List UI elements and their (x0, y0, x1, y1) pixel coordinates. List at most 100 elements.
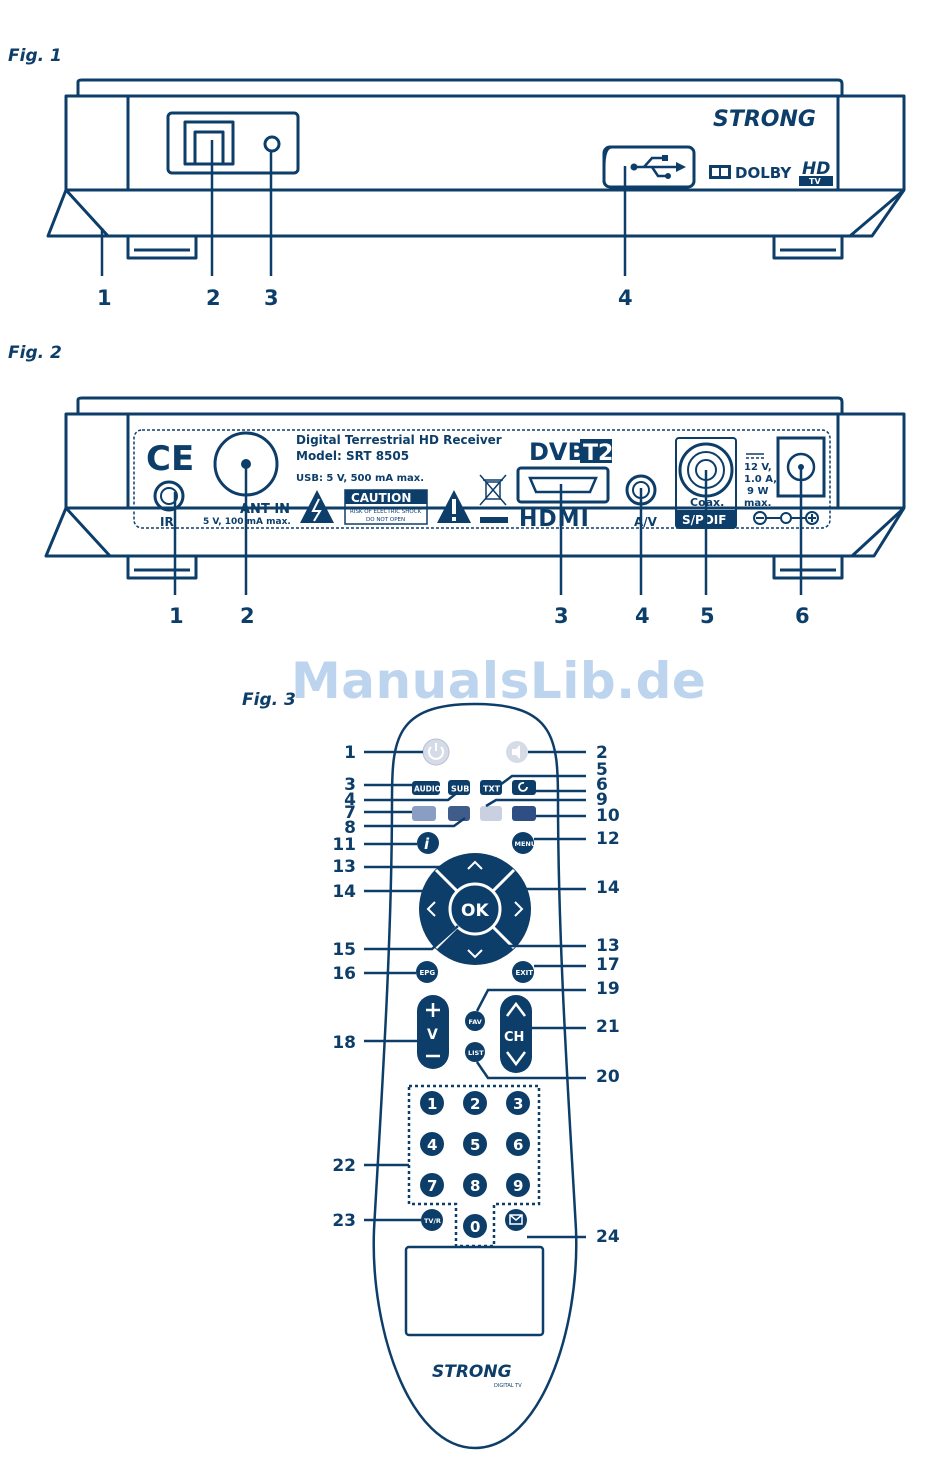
fav-button (465, 1011, 485, 1031)
sub-button (448, 780, 470, 795)
svg-text:1: 1 (427, 1095, 437, 1113)
svg-text:TV/R: TV/R (424, 1217, 441, 1225)
fig2-callout-2: 2 (240, 604, 255, 628)
fig2-caution-label: CAUTION (351, 491, 411, 505)
svg-text:LIST: LIST (468, 1049, 484, 1057)
fig3-label-14-right: 14 (596, 878, 620, 898)
epg-button (416, 961, 438, 983)
power-button (422, 738, 450, 766)
tv-radio-button (421, 1209, 443, 1231)
menu-button (512, 832, 534, 854)
fig2-t2-logo: T2 (583, 441, 613, 466)
svg-text:5: 5 (470, 1136, 480, 1154)
fig3-label-10: 10 (596, 806, 620, 826)
fig2-caution-sub1: RISK OF ELECTRIC SHOCK (350, 509, 422, 515)
fig3-label-17: 17 (596, 955, 620, 975)
svg-text:8: 8 (470, 1177, 480, 1195)
fig3-label-9: 9 (596, 790, 608, 810)
color-key-2 (448, 806, 470, 821)
audio-button (412, 781, 440, 795)
fig3-label-16: 16 (332, 964, 356, 984)
fig3-brand-logo: STRONG (432, 1362, 512, 1382)
fig2-ir-label: IR (160, 515, 174, 529)
fig3-label-13-right: 13 (596, 936, 620, 956)
fig1-callout-2: 2 (206, 286, 221, 310)
color-key-1 (412, 806, 436, 821)
fig3-label-24: 24 (596, 1227, 620, 1247)
fig2-av-label: A/V (634, 515, 658, 529)
fig3-label-14-left: 14 (332, 882, 356, 902)
svg-text:SUB: SUB (451, 785, 469, 794)
fig2-ce-mark: CE (146, 439, 194, 479)
fig3-label-8: 8 (344, 818, 356, 838)
fig2-ant-in-label: ANT IN (240, 502, 290, 517)
fig2-power-spec-4: max. (744, 498, 771, 509)
fig2-callout-5: 5 (700, 604, 715, 628)
volume-rocker (417, 995, 449, 1069)
svg-text:OK: OK (461, 901, 489, 921)
fig2-rear-panel-drawing: CE IR ANT IN 5 V, 100 mA max. Digital Te… (44, 396, 906, 595)
ok-button (448, 882, 502, 936)
color-key-3 (480, 806, 502, 821)
fig2-info-line1: Digital Terrestrial HD Receiver (296, 433, 502, 447)
svg-text:3: 3 (513, 1095, 523, 1113)
svg-text:9: 9 (513, 1177, 523, 1195)
svg-text:4: 4 (427, 1136, 437, 1154)
fig3-label-4: 4 (344, 790, 356, 810)
svg-text:EPG: EPG (420, 969, 436, 977)
svg-text:AUDIO: AUDIO (414, 785, 441, 794)
fig3-label-15: 15 (332, 940, 356, 960)
fig1-brand-logo: STRONG (713, 107, 816, 132)
svg-text:TXT: TXT (483, 785, 501, 794)
fig1-title: Fig. 1 (8, 46, 62, 66)
svg-text:6: 6 (513, 1136, 523, 1154)
fig1-hd-logo: HD (802, 159, 830, 179)
fig1-callout-1: 1 (97, 286, 112, 310)
fig3-label-7: 7 (344, 803, 356, 823)
fig3-label-2: 2 (596, 743, 608, 763)
fig2-spdif-label: S/PDIF (682, 513, 726, 527)
fig1-tv-logo: TV (809, 177, 821, 186)
fig3-label-21: 21 (596, 1017, 620, 1037)
fig3-label-3: 3 (344, 775, 356, 795)
svg-text:7: 7 (427, 1177, 437, 1195)
fig1-dolby-logo: DOLBY (735, 164, 792, 182)
fig2-title: Fig. 2 (8, 343, 62, 363)
info-button (417, 832, 439, 854)
fig2-info-line2: Model: SRT 8505 (296, 449, 409, 463)
svg-text:i: i (424, 835, 430, 853)
txt-button (480, 780, 502, 795)
svg-text:EXIT: EXIT (516, 969, 534, 977)
recall-button (512, 780, 536, 795)
fig2-power-spec-2: 1.0 A, (744, 474, 777, 485)
fig2-callout-6: 6 (795, 604, 810, 628)
fig3-label-6: 6 (596, 775, 608, 795)
fig2-callout-3: 3 (554, 604, 569, 628)
fig3-title: Fig. 3 (242, 690, 296, 710)
fig2-dvb-logo: DVB (529, 438, 586, 466)
svg-text:CH: CH (504, 1030, 524, 1045)
fig2-callout-1: 1 (169, 604, 184, 628)
fig1-front-panel-drawing: STRONG DOLBY HD TV (46, 78, 906, 276)
number-pad (420, 1091, 530, 1238)
fig1-callout-3: 3 (264, 286, 279, 310)
svg-text:2: 2 (470, 1095, 480, 1113)
svg-text:V: V (427, 1027, 438, 1043)
list-button (465, 1042, 485, 1062)
exit-button (512, 961, 534, 983)
fig3-label-11: 11 (332, 835, 356, 855)
fig2-hdmi-logo: HDMI (519, 507, 590, 532)
fig3-label-20: 20 (596, 1067, 620, 1087)
fig1-callout-4: 4 (618, 286, 633, 310)
fig3-label-13-left: 13 (332, 857, 356, 877)
fig3-label-1: 1 (344, 743, 356, 763)
color-key-4 (512, 806, 536, 821)
fig2-power-spec-1: 12 V, (744, 462, 772, 473)
fig3-label-5: 5 (596, 760, 608, 780)
fig3-label-19: 19 (596, 979, 620, 999)
fig2-power-spec-3: 9 W (747, 486, 768, 497)
watermark: ManualsLib.de (291, 652, 707, 710)
svg-text:FAV: FAV (469, 1018, 482, 1026)
svg-text:MENU: MENU (515, 840, 537, 848)
fig3-label-18: 18 (332, 1033, 356, 1053)
